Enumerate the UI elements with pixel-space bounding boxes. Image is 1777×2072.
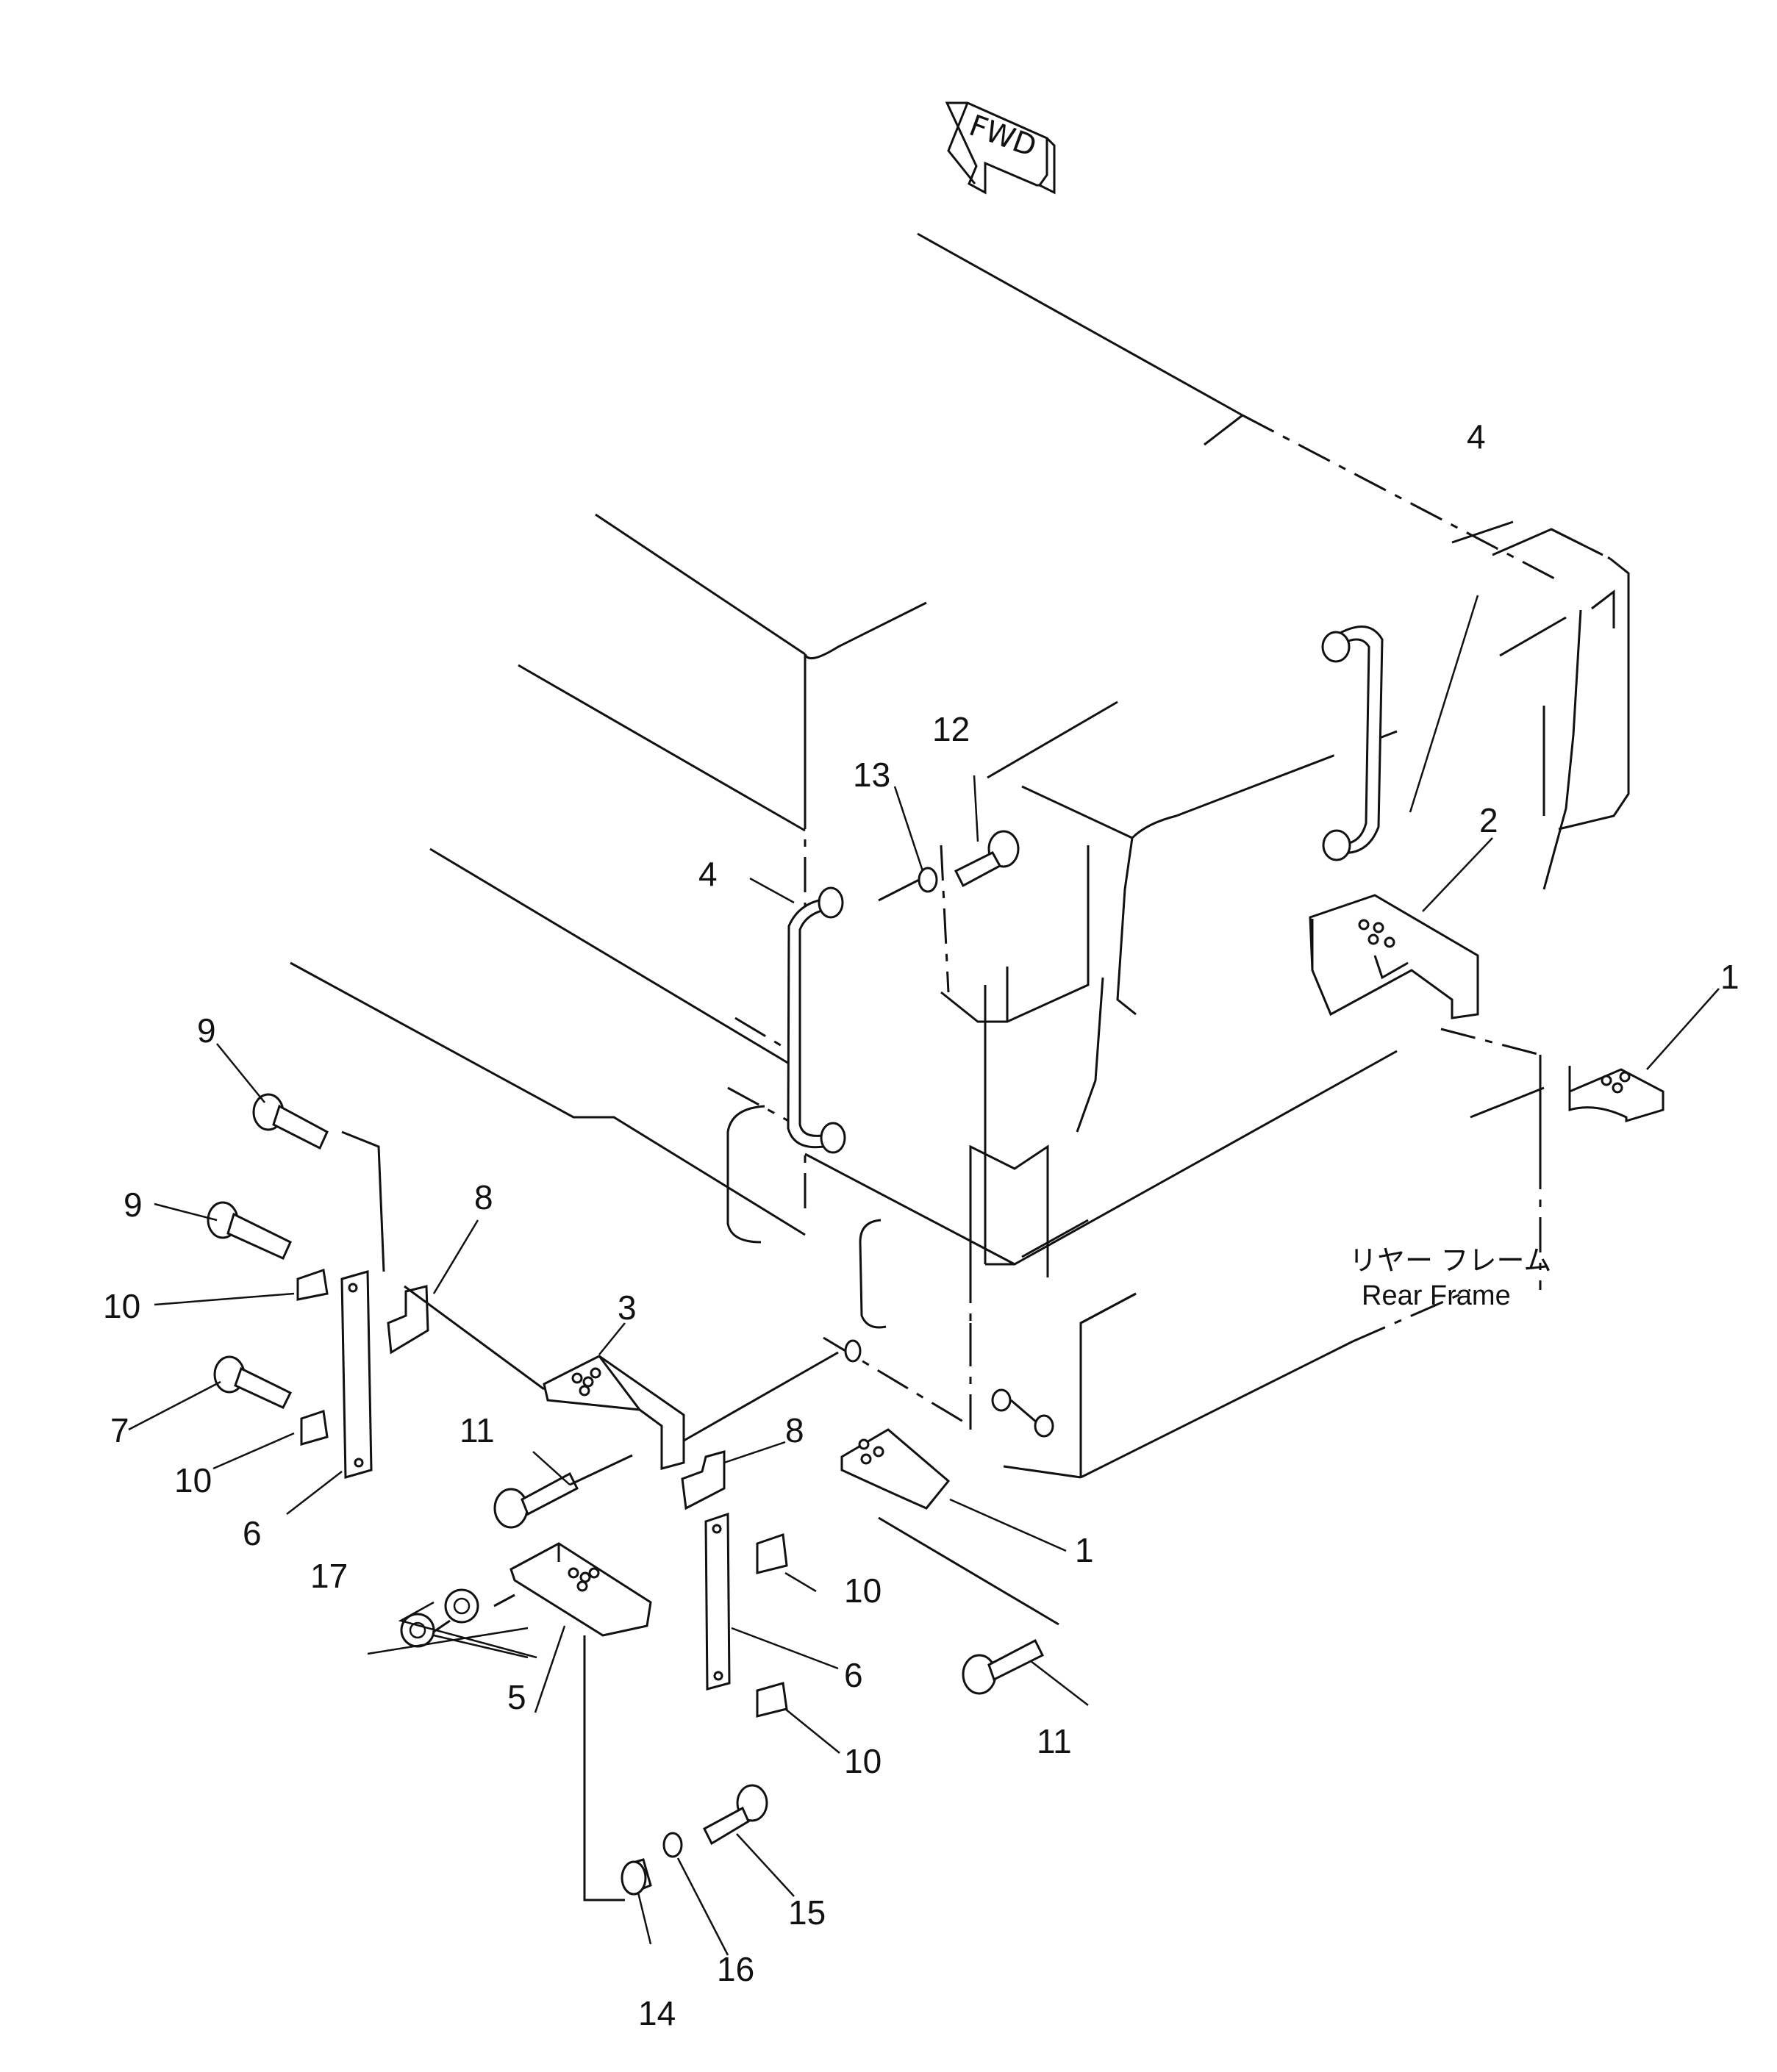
- nut-17-a: [444, 1588, 479, 1624]
- callout-5: 5: [507, 1678, 526, 1716]
- callout-14: 14: [638, 1994, 676, 2032]
- callout-3: 3: [618, 1288, 637, 1327]
- nut-17-b: [400, 1613, 435, 1648]
- step-bracket-3: [543, 1355, 685, 1470]
- callout-11-right: 11: [1037, 1722, 1072, 1760]
- callout-16: 16: [717, 1950, 754, 1988]
- bracket-8-right: [681, 1450, 726, 1510]
- callout-2: 2: [1479, 801, 1498, 839]
- callout-11-left: 11: [460, 1411, 495, 1449]
- callout-4-upper: 4: [1467, 417, 1486, 456]
- bolt-7: [213, 1355, 293, 1409]
- clip-10-b: [300, 1410, 329, 1446]
- bolt-11-left: [493, 1471, 579, 1529]
- bolt-11-right: [962, 1638, 1045, 1695]
- callout-labels: 4 12 13 2 4 1 9 9 8 10 3 7 11 8 10 6 1 1…: [103, 417, 1740, 2032]
- bushing-b: [1034, 1414, 1054, 1438]
- rear-frame-label-jp: リヤー フレーム: [1349, 1246, 1551, 1277]
- leader-lines: [128, 595, 1720, 1956]
- callout-4-left: 4: [698, 855, 718, 893]
- rear-frame-label-en: Rear Frame: [1362, 1280, 1511, 1311]
- callout-10-c: 10: [844, 1571, 882, 1610]
- callout-10-b: 10: [174, 1461, 212, 1499]
- step-bracket-2: [1309, 894, 1479, 1019]
- callout-12: 12: [932, 710, 970, 748]
- callout-8-right: 8: [785, 1411, 804, 1449]
- bushing-a: [991, 1388, 1012, 1412]
- spacer-14: [621, 1858, 652, 1896]
- step-bracket-1-lower: [840, 1428, 951, 1510]
- clip-10-d: [756, 1682, 788, 1718]
- step-bracket-5: [509, 1542, 652, 1637]
- callout-9-upper: 9: [197, 1011, 216, 1050]
- callout-17: 17: [310, 1557, 348, 1595]
- callout-10-d: 10: [844, 1742, 882, 1780]
- callout-6-right: 6: [844, 1656, 863, 1694]
- step-bracket-1-upper: [1568, 1066, 1665, 1123]
- callout-8-left: 8: [474, 1178, 493, 1216]
- callout-1-lower: 1: [1075, 1531, 1094, 1569]
- handrail-left: [726, 886, 887, 1363]
- clip-10-a: [296, 1269, 329, 1301]
- callout-10-a: 10: [103, 1287, 140, 1325]
- bolt-15: [703, 1784, 768, 1846]
- plate-6-left: [340, 1270, 373, 1479]
- bolt-9-upper: [252, 1093, 329, 1150]
- washer-13: [918, 867, 938, 893]
- clip-10-c: [756, 1533, 788, 1574]
- bolt-12: [954, 830, 1020, 888]
- washer-16: [662, 1832, 683, 1858]
- callout-13: 13: [853, 756, 890, 794]
- callout-1-upper: 1: [1720, 958, 1740, 996]
- callout-7: 7: [110, 1411, 129, 1449]
- callout-9-lower: 9: [124, 1186, 143, 1224]
- fwd-label: FWD: [965, 109, 1040, 164]
- bracket-8-left: [387, 1285, 429, 1355]
- plate-6-right: [704, 1512, 731, 1691]
- callout-6-left: 6: [243, 1514, 262, 1552]
- fwd-arrow-icon: FWD: [945, 101, 1056, 195]
- bolt-9-lower: [207, 1201, 292, 1260]
- handrail-upper-right: [1321, 625, 1384, 861]
- callout-15: 15: [788, 1893, 826, 1932]
